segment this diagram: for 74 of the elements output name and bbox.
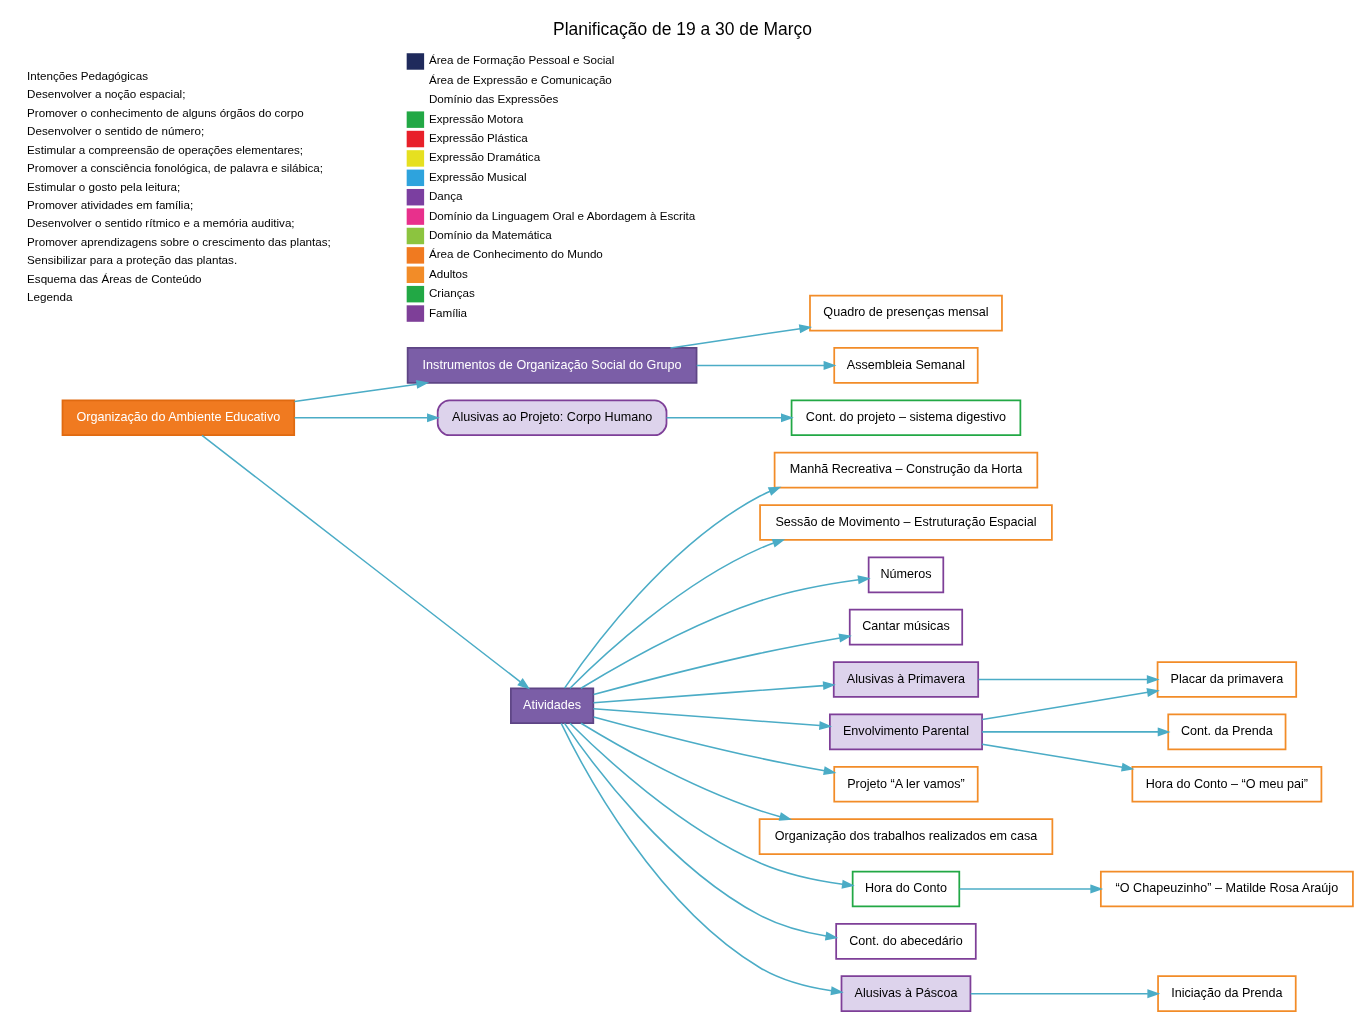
node-box: Cont. do abecedário <box>835 923 977 960</box>
arrow <box>293 413 440 423</box>
legend-label: Dança <box>428 189 463 203</box>
node-box: Instrumentos de Organização Social do Grupo <box>406 347 698 384</box>
label: Sensibilizar para a proteção das plantas. <box>27 253 238 267</box>
arrow <box>560 722 844 996</box>
legend-label: Domínio da Matemática <box>428 228 552 241</box>
diagram-title: Planificação de 19 a 30 de Março <box>553 18 812 39</box>
arrow <box>563 722 839 941</box>
arrow <box>981 743 1135 772</box>
label: Promover atividades em família; <box>27 197 194 211</box>
node-box: Quadro de presenças mensal <box>809 294 1003 332</box>
legend-label: Domínio das Expressões <box>428 92 559 106</box>
node-box: Alusivas à Primavera <box>832 661 980 698</box>
node-box: Envolvimento Parental <box>829 713 983 751</box>
legend-label: Adultos <box>428 266 468 280</box>
node-box: Cont. do projeto – sistema digestivo <box>790 399 1022 437</box>
arrow <box>592 633 852 696</box>
label: Promover o conhecimento de alguns órgãos do corpo <box>27 105 304 119</box>
legend-label: Área de Conhecimento do Mundo <box>428 247 603 261</box>
arrow <box>592 707 833 730</box>
arrow <box>201 434 531 690</box>
arrow <box>592 716 837 776</box>
arrow <box>580 722 793 821</box>
label: Desenvolver a noção espacial; <box>27 87 186 101</box>
label: Esquema das Áreas de Conteúdo <box>27 271 202 285</box>
arrow <box>981 688 1160 721</box>
label: Intenções Pedagógicas <box>27 68 148 82</box>
node-box: Hora do Conto – “O meu pai” <box>1131 765 1323 803</box>
node-box: Atividades <box>510 687 595 725</box>
legend-label: Domínio da Linguagem Oral e Abordagem à Escrita <box>428 208 696 222</box>
label: Desenvolver o sentido rítmico e a memória auditiva; <box>27 216 295 230</box>
legend-label: Área de Expressão e Comunicação <box>428 72 612 86</box>
legend-label: Expressão Motora <box>428 111 524 125</box>
arrow <box>969 989 1161 999</box>
arrow <box>977 675 1160 685</box>
node-box: Placar da primavera <box>1156 661 1298 698</box>
arrow <box>695 360 837 370</box>
node-box: Alusivas ao Projeto: Corpo Humano <box>436 399 668 437</box>
node-box: “O Chapeuzinho” – Matilde Rosa Araújo <box>1099 870 1354 908</box>
node-box: Manhã Recreativa – Construção da Horta <box>773 451 1039 489</box>
arrow <box>958 884 1104 894</box>
node-box: Assembleia Semanal <box>833 347 979 384</box>
arrow <box>669 324 813 349</box>
legend-label: Família <box>428 305 468 319</box>
arrow <box>569 539 786 689</box>
arrow <box>569 722 855 889</box>
node-box: Cantar músicas <box>848 608 964 646</box>
arrow <box>563 486 782 689</box>
label: Legenda <box>27 290 73 304</box>
node-box: Cont. da Prenda <box>1167 713 1287 751</box>
label: Promover aprendizagens sobre o crescimento das plantas; <box>27 234 331 248</box>
legend-label: Área de Formação Pessoal e Social <box>428 53 615 67</box>
arrow <box>293 379 430 403</box>
node-box: Organização do Ambiente Educativo <box>61 399 296 437</box>
legend-label: Expressão Dramática <box>428 150 541 164</box>
arrow <box>981 727 1171 737</box>
arrow <box>592 681 836 704</box>
node-box: Projeto “A ler vamos” <box>833 765 979 803</box>
legend-label: Crianças <box>428 286 475 300</box>
legend-label: Expressão Plástica <box>428 131 528 145</box>
label: Desenvolver o sentido de número; <box>27 124 205 138</box>
node-box: Iniciação da Prenda <box>1157 975 1297 1012</box>
label: Estimular o gosto pela leitura; <box>27 179 181 193</box>
node-box: Hora do Conto <box>851 870 961 908</box>
arrow <box>580 575 871 689</box>
node-box: Sessão de Movimento – Estruturação Espacial <box>759 504 1053 541</box>
node-box: Números <box>867 556 945 594</box>
node-box: Alusivas à Páscoa <box>840 975 972 1012</box>
label: Promover a consciência fonológica, de palavra e silábica; <box>27 161 324 175</box>
legend-label: Expressão Musical <box>428 169 527 183</box>
arrow <box>665 413 794 423</box>
label: Estimular a compreensão de operações elementares; <box>27 142 304 156</box>
node-box: Organização dos trabalhos realizados em casa <box>758 818 1054 855</box>
